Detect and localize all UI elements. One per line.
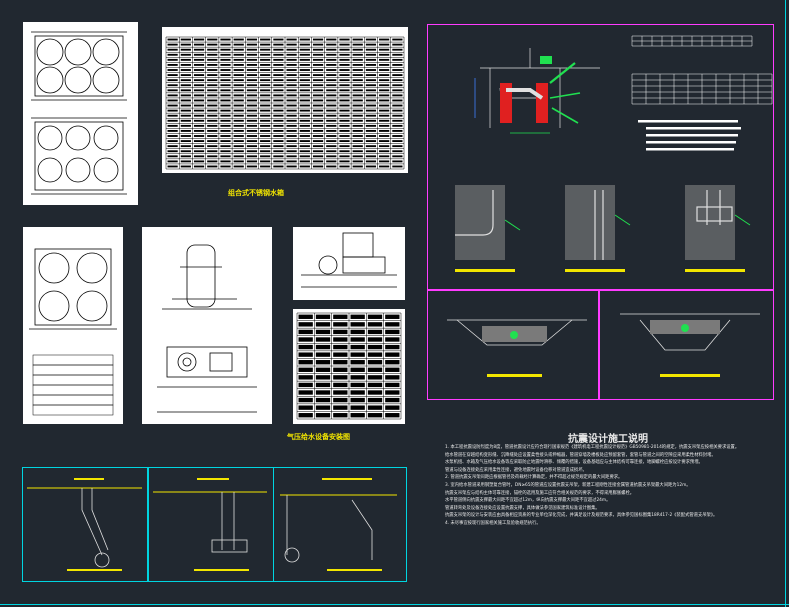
trench-detail-frame-1	[427, 290, 599, 400]
note-line: 水平管道侧向抗震支撑最大间距不宜超过12m，纵向抗震支撑最大间距不宜超过24m。	[445, 498, 611, 504]
equipment-table-sheet	[293, 309, 405, 424]
note-line: 3. 室内给水管道采用钢塑复合管时，DN≥65的管道应设置抗震支吊架，新建工程刚…	[445, 482, 691, 488]
wall-penetration-details	[455, 185, 751, 272]
note-line: 4. 未尽事宜按现行国家相关施工及验收规范执行。	[445, 520, 541, 526]
note-line: 给水管道在穿越结构变形缝、沉降缝处应设置柔性接头或伸缩器，管道穿墙及楼板处应预留…	[445, 452, 716, 458]
tank-caption: 组合式不锈钢水箱	[228, 189, 284, 197]
trench-section-2	[620, 313, 760, 377]
support-detail-2	[148, 467, 274, 582]
tank-spec-table-sheet	[162, 27, 408, 173]
equipment-table	[296, 312, 402, 420]
pipe-section-detail	[474, 48, 600, 134]
note-line: 2. 管道抗震支吊架间距应根据管径及荷载经计算确定，并不得超过规范规定的最大间距…	[445, 475, 623, 481]
tank-plan-sheet	[23, 22, 138, 205]
notes-title: 抗震设计施工说明	[568, 434, 648, 445]
pressure-tank-sheet	[142, 227, 272, 424]
note-line: 管道与设备连接处应采用柔性连接，避免地震时设备位移对管道造成损坏。	[445, 467, 587, 473]
border-right	[785, 0, 786, 607]
tank-plan-drawing	[31, 31, 127, 195]
note-line: 管道转弯处及设备连接处应设置抗震支撑，具体做法参见国家建筑标准设计图集。	[445, 505, 600, 511]
support-detail-1	[22, 467, 148, 582]
tank-elevation-drawing	[29, 248, 117, 416]
legend-bars	[638, 120, 741, 151]
right-spec-tables	[631, 35, 773, 105]
note-line: 水泵机组、水箱及气压给水设备等应采取防止地震时滑移、倾覆的措施，设备基础应与主体…	[445, 460, 703, 466]
seismic-detail-frame	[427, 24, 774, 290]
border-bottom	[0, 604, 789, 605]
pressure-caption: 气压给水设备安装图	[287, 433, 350, 441]
tank-elevation-sheet	[23, 227, 123, 424]
note-line: 抗震支吊架应与结构主体可靠连接，锚栓的选用及施工应符合相关规范的要求，不得采用膨…	[445, 490, 635, 496]
pressure-tank-drawing	[157, 244, 257, 413]
note-line: 1. 本工程抗震设防烈度为8度，管道抗震设计应符合现行国家规范《建筑机电工程抗震…	[445, 445, 740, 450]
note-line: 抗震支吊架的设计与安装应由具备相应资质的专业单位深化完成，并满足设计及规范要求，…	[445, 513, 718, 519]
tank-spec-table	[165, 36, 405, 170]
trench-section-1	[447, 319, 587, 377]
pump-elevation-drawing	[301, 232, 397, 288]
pump-elevation-sheet	[293, 227, 405, 300]
support-drawings	[27, 478, 397, 571]
seismic-notes: 1. 本工程抗震设防烈度为8度，管道抗震设计应符合现行国家规范《建筑机电工程抗震…	[445, 444, 763, 584]
trench-detail-frame-2	[599, 290, 774, 400]
